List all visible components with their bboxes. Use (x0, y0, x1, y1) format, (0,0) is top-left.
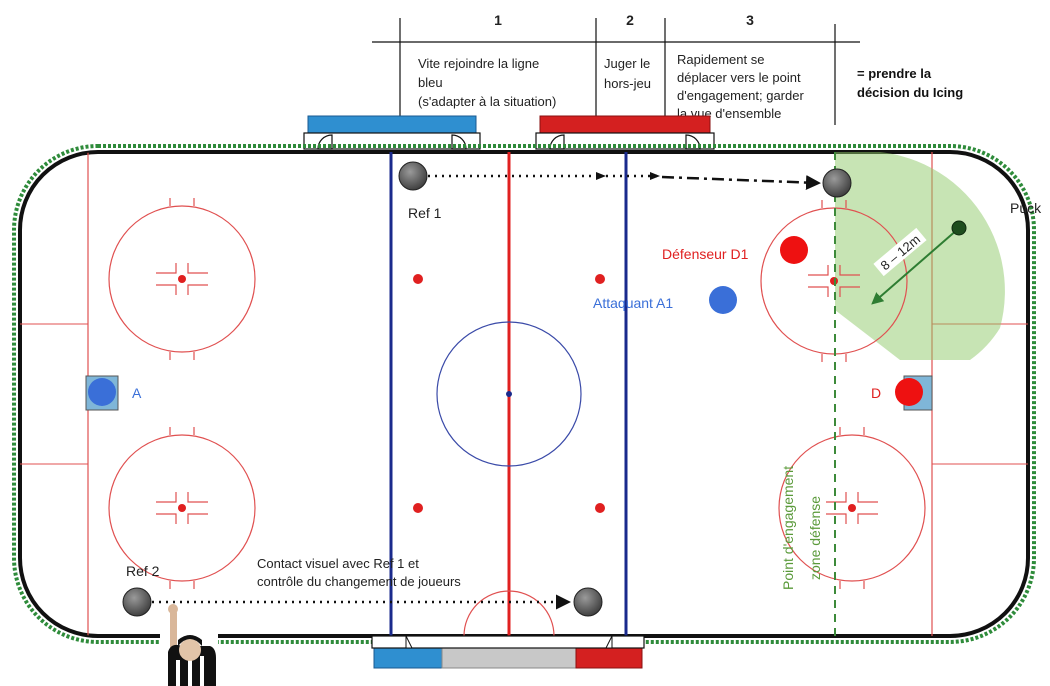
phase-table (372, 18, 860, 125)
faceoff-dot (595, 503, 605, 513)
bench-red-top (539, 115, 711, 135)
phase-2-text-line-1: Juger le (604, 56, 650, 71)
legend-line-2: décision du Icing (857, 85, 963, 100)
rink-markings (20, 152, 1028, 636)
phase-3-text-line-2: déplacer vers le point (677, 70, 801, 85)
faceoff-dot (413, 274, 423, 284)
faceoff-circle-left-bottom (108, 427, 256, 589)
phase-1-text-line-1: Vite rejoindre la ligne (418, 56, 539, 71)
faceoff-label-line-2: zone défense (807, 496, 823, 580)
phase-3-text-line-1: Rapidement se (677, 52, 764, 67)
legend-line-1: = prendre la (857, 66, 932, 81)
faceoff-dot (595, 274, 605, 284)
icing-decision-zone (835, 152, 1005, 360)
attacker-a1-marker (709, 286, 737, 314)
bench-blue-top (307, 115, 477, 135)
puck-marker (951, 220, 967, 236)
goalie-a-label: A (132, 385, 142, 401)
referee-figure (160, 604, 218, 686)
goalie-d-label: D (871, 385, 881, 401)
ref1-label: Ref 1 (408, 205, 442, 221)
phase-2-text-line-2: hors-jeu (604, 76, 651, 91)
faceoff-label-line-1: Point d'engagement (780, 466, 796, 590)
phase-1-text-line-3: (s'adapter à la situation) (418, 94, 556, 109)
defender-d1-marker (780, 236, 808, 264)
distance-arrow (871, 228, 959, 305)
distance-label-bg (873, 227, 927, 277)
bench-bottom (371, 635, 645, 669)
attacker-label: Attaquant A1 (593, 295, 673, 311)
faceoff-circle-right-bottom (778, 427, 926, 589)
center-circle (436, 321, 582, 467)
ref2-target-marker (573, 587, 603, 617)
defender-label: Défenseur D1 (662, 246, 749, 262)
ref2-marker (122, 587, 152, 617)
phase-3-text-line-3: d'engagement; garder (677, 88, 804, 103)
faceoff-dot (413, 503, 423, 513)
ref2-note-line-2: contrôle du changement de joueurs (257, 574, 461, 589)
phase-3-number: 3 (746, 12, 754, 28)
ref1-path-dashdot (661, 175, 821, 191)
ref1-marker (398, 161, 428, 191)
phase-1-number: 1 (494, 12, 502, 28)
outer-boards (12, 144, 1036, 644)
goalie-d-marker (895, 378, 923, 406)
puck-label: Puck (1010, 200, 1042, 216)
goalie-a-marker (88, 378, 116, 406)
ref2-note-line-1: Contact visuel avec Ref 1 et (257, 556, 419, 571)
phase-2-number: 2 (626, 12, 634, 28)
phase-1-text-line-2: bleu (418, 75, 443, 90)
ref2-label: Ref 2 (126, 563, 160, 579)
faceoff-circle-left-top (108, 198, 256, 360)
ref1-target-marker (822, 168, 852, 198)
